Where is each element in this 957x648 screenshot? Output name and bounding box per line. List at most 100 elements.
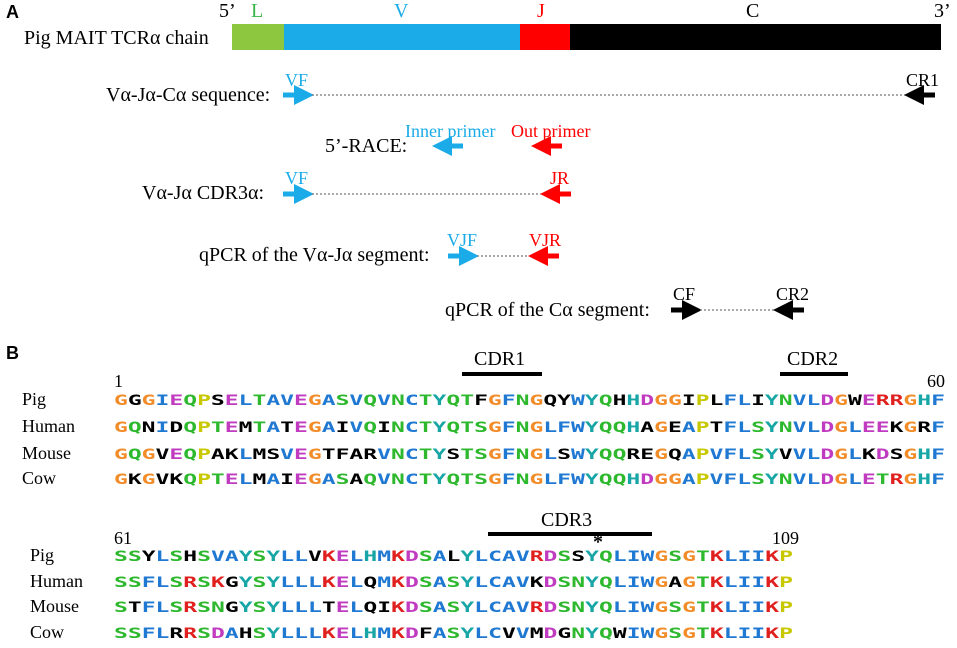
residue: L — [308, 626, 322, 642]
residue: K — [890, 420, 904, 436]
vf-primer-label: VF — [285, 70, 308, 90]
residue: C — [488, 600, 502, 616]
residue: S — [446, 447, 460, 463]
residue: R — [626, 447, 640, 463]
residue: Q — [599, 575, 613, 591]
residue: H — [363, 549, 377, 565]
residue: T — [419, 393, 433, 409]
residue: I — [682, 393, 696, 409]
residue: E — [169, 393, 183, 409]
residue: W — [571, 472, 585, 488]
residue: D — [405, 600, 419, 616]
residue: T — [460, 393, 474, 409]
species-label-pig-2: Pig — [30, 545, 54, 565]
residue: G — [834, 393, 848, 409]
panel-b-label: B — [6, 343, 19, 363]
residue: K — [530, 575, 544, 591]
residue: K — [225, 447, 239, 463]
residue: Q — [363, 420, 377, 436]
residue: T — [460, 472, 474, 488]
residue: Y — [585, 393, 599, 409]
residue: S — [253, 549, 267, 565]
residue: G — [654, 472, 668, 488]
panel-a-label: A — [6, 2, 19, 22]
residue: S — [128, 626, 142, 642]
residue: T — [211, 472, 225, 488]
residue: I — [627, 600, 641, 616]
residue: L — [807, 420, 821, 436]
residue: T — [211, 420, 225, 436]
residue: L — [848, 447, 862, 463]
species-label-pig-1: Pig — [22, 389, 46, 409]
residue: G — [114, 420, 128, 436]
residue: W — [641, 600, 655, 616]
residue: D — [544, 600, 558, 616]
residue: L — [807, 447, 821, 463]
residue: G — [903, 447, 917, 463]
residue: G — [488, 472, 502, 488]
residue: N — [391, 447, 405, 463]
residue: D — [876, 447, 890, 463]
residue: T — [253, 420, 267, 436]
residue: D — [544, 575, 558, 591]
residue: Q — [183, 447, 197, 463]
residue: L — [613, 575, 627, 591]
residue: K — [710, 549, 724, 565]
residue: D — [820, 447, 834, 463]
block2-start-position: 61 — [114, 528, 132, 548]
residue: K — [765, 626, 779, 642]
residue: R — [183, 600, 197, 616]
residue: P — [197, 472, 211, 488]
residue: P — [197, 393, 211, 409]
residue: L — [294, 600, 308, 616]
cr1-primer-label: CR1 — [906, 70, 939, 90]
residue: H — [626, 393, 640, 409]
residue: N — [391, 420, 405, 436]
residue: Q — [613, 472, 627, 488]
residue: G — [488, 447, 502, 463]
residue: Q — [613, 420, 627, 436]
residue: L — [350, 600, 364, 616]
residue: G — [114, 472, 128, 488]
residue: G — [488, 393, 502, 409]
residue: R — [530, 600, 544, 616]
residue: F — [931, 472, 945, 488]
species-label-cow-1: Cow — [22, 468, 56, 488]
residue: I — [738, 626, 752, 642]
residue: E — [336, 600, 350, 616]
residue: F — [502, 420, 516, 436]
vjf-primer-label: VJF — [447, 230, 477, 250]
cdr1-label: CDR1 — [474, 348, 525, 370]
residue: T — [322, 600, 336, 616]
residue: L — [294, 575, 308, 591]
residue: Q — [599, 472, 613, 488]
residue: V — [502, 626, 516, 642]
residue: L — [308, 600, 322, 616]
residue: Y — [765, 393, 779, 409]
residue: V — [377, 393, 391, 409]
panel-a: A 5’ 3’ L V J C Pig MAIT TCRα chain Vα-J… — [6, 0, 951, 321]
residue: L — [613, 600, 627, 616]
residue: L — [474, 575, 488, 591]
residue: S — [114, 549, 128, 565]
residue: G — [654, 549, 668, 565]
residue: G — [668, 393, 682, 409]
residue: G — [488, 420, 502, 436]
residue: H — [917, 393, 931, 409]
row-qpcr-vj-label: qPCR of the Vα-Jα segment: — [199, 244, 430, 266]
residue: Y — [585, 472, 599, 488]
residue: I — [377, 600, 391, 616]
residue: L — [447, 549, 461, 565]
residue: A — [349, 447, 363, 463]
residue: P — [779, 600, 793, 616]
residue: C — [488, 575, 502, 591]
residue: C — [488, 626, 502, 642]
residue: Y — [266, 549, 280, 565]
block1-end-position: 60 — [927, 371, 945, 391]
residue: G — [834, 420, 848, 436]
residue: W — [848, 393, 862, 409]
residue: E — [876, 420, 890, 436]
